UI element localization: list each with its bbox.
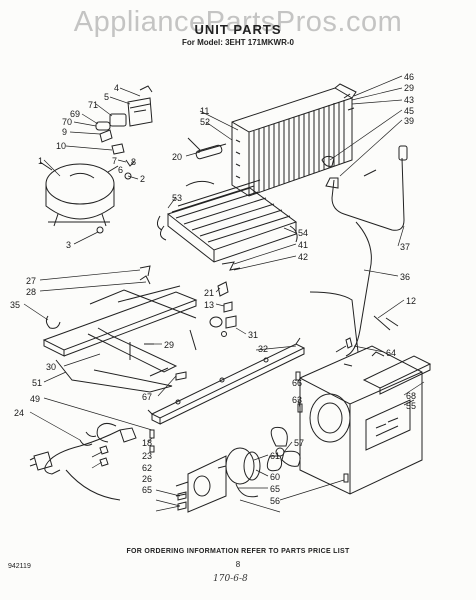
leader-lines (23, 75, 425, 513)
relay-overload-assembly (95, 85, 153, 180)
condenser-fan-blade (266, 426, 301, 472)
callout-41: 41 (298, 240, 308, 250)
callout-37: 37 (400, 242, 410, 252)
callout-29: 29 (404, 83, 414, 93)
callout-27: 27 (26, 276, 36, 286)
callout-32: 32 (258, 344, 268, 354)
callout-46: 46 (404, 72, 414, 82)
tubing (309, 93, 408, 367)
callout-67: 67 (142, 392, 152, 402)
callout-20: 20 (172, 152, 182, 162)
callout-42: 42 (298, 252, 308, 262)
callout-5: 5 (104, 92, 109, 102)
callout-69: 69 (70, 109, 80, 119)
callout-62: 62 (142, 463, 152, 473)
compressor (39, 161, 119, 234)
callout-63: 63 (292, 395, 302, 405)
long-rail (147, 337, 306, 425)
callout-labels: 46 29 43 45 39 11 52 20 4 5 71 69 70 9 1… (10, 72, 416, 506)
callout-31: 31 (248, 330, 258, 340)
callout-35: 35 (10, 300, 20, 310)
callout-36: 36 (400, 272, 410, 282)
callout-39: 39 (404, 116, 414, 126)
clip-parts (209, 261, 241, 337)
callout-2: 2 (140, 174, 145, 184)
callout-7: 7 (112, 156, 117, 166)
callout-23: 23 (142, 451, 152, 461)
callout-45: 45 (404, 106, 414, 116)
callout-60: 60 (270, 472, 280, 482)
callout-18: 18 (142, 438, 152, 448)
callout-1: 1 (38, 156, 43, 166)
callout-28: 28 (26, 287, 36, 297)
callout-68: 68 (406, 391, 416, 401)
callout-13: 13 (204, 300, 214, 310)
callout-26: 26 (142, 474, 152, 484)
handwritten-note: 170-6-8 (213, 574, 248, 584)
diagram-title: UNIT PARTS (194, 22, 282, 37)
ordering-note: FOR ORDERING INFORMATION REFER TO PARTS … (126, 548, 350, 555)
condenser-coil (231, 83, 357, 197)
callout-4: 4 (114, 83, 119, 93)
callout-65-right: 65 (270, 484, 280, 494)
callout-54: 54 (298, 228, 308, 238)
callout-6: 6 (118, 165, 123, 175)
callout-51: 51 (32, 378, 42, 388)
page-number: 8 (235, 560, 241, 569)
callout-61: 61 (270, 451, 280, 461)
callout-70: 70 (62, 117, 72, 127)
drier-filter (187, 137, 227, 160)
callout-66: 66 (292, 378, 302, 388)
callout-49: 49 (30, 394, 40, 404)
callout-24: 24 (14, 408, 24, 418)
power-cord (29, 422, 137, 501)
callout-8: 8 (131, 157, 136, 167)
callout-29b: 29 (164, 340, 174, 350)
callout-10: 10 (56, 141, 66, 151)
callout-3: 3 (66, 240, 71, 250)
callout-64: 64 (386, 348, 396, 358)
callout-71: 71 (88, 100, 98, 110)
model-line: For Model: 3EHT 171MKWR-0 (181, 38, 294, 47)
callout-43: 43 (404, 95, 414, 105)
fan-motor (175, 447, 261, 513)
callout-65-left: 65 (142, 485, 152, 495)
callout-55: 55 (406, 401, 416, 411)
callout-56: 56 (270, 496, 280, 506)
fan-shroud (299, 345, 432, 495)
callout-12: 12 (406, 296, 416, 306)
base-frame (42, 265, 198, 393)
watermark: AppliancePartsPros.com (73, 6, 403, 38)
callout-9: 9 (62, 127, 67, 137)
callout-53: 53 (172, 193, 182, 203)
callout-11: 11 (200, 106, 209, 116)
callout-57: 57 (294, 438, 304, 448)
callout-21: 21 (204, 288, 214, 298)
evaporator-coil (156, 179, 298, 263)
reference-id: 942119 (8, 563, 31, 570)
callout-30: 30 (46, 362, 56, 372)
callout-52: 52 (200, 117, 210, 127)
